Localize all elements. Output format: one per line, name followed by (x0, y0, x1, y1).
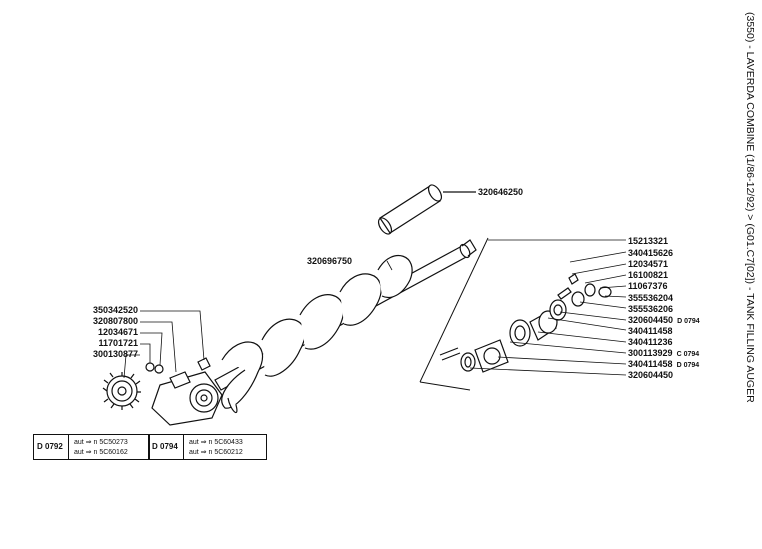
tube-part (377, 184, 476, 235)
callout-355536204: 355536204 (628, 293, 674, 303)
callout-300130877: 300130877 (92, 349, 138, 359)
bearing-assembly (439, 273, 612, 373)
callout-11701721: 11701721 (98, 338, 138, 348)
callout-12034671: 12034671 (97, 327, 138, 337)
callout-350342520: 350342520 (92, 305, 138, 315)
sprocket-part (102, 372, 141, 410)
callout-340415626: 340415626 (628, 248, 674, 258)
variant-row: aut ⇒ n 5C60162 (74, 449, 128, 456)
leader-lines-left (123, 260, 393, 379)
callout-12034571: 12034571 (628, 259, 669, 269)
auger-flights (221, 254, 413, 414)
variant-row: aut ⇒ n 5C60212 (189, 449, 243, 456)
variant-table-d0794: D 0794 aut ⇒ n 5C60433 aut ⇒ n 5C60212 (148, 434, 267, 460)
variant-code: D 0794 (152, 442, 178, 451)
callout-355536206: 355536206 (628, 304, 674, 314)
gearbox-housing (151, 371, 223, 426)
variant-row: aut ⇒ n 5C60433 (189, 439, 243, 446)
callout-320604450: 320604450 (628, 370, 674, 380)
detail-frame (419, 237, 489, 391)
variant-code: D 0792 (37, 442, 63, 451)
callout-16100821: 16100821 (628, 270, 669, 280)
variant-row: aut ⇒ n 5C50273 (74, 439, 128, 446)
callout-340411236: 340411236 (628, 337, 673, 347)
callout-320807800: 320807800 (92, 316, 138, 326)
callout-320646250: 320646250 (478, 187, 524, 197)
callout-15213321: 15213321 (628, 236, 669, 246)
left-fasteners (145, 357, 211, 374)
leader-lines-right (469, 239, 627, 376)
page-title: (3550) - LAVERDA COMBINE (1/86-12/92) > … (744, 12, 756, 403)
callout-340411458: 340411458 (628, 326, 673, 336)
callout-11067376: 11067376 (628, 281, 668, 291)
callout-320696750: 320696750 (307, 256, 353, 266)
variant-table-d0792: D 0792 aut ⇒ n 5C50273 aut ⇒ n 5C60162 (33, 434, 150, 460)
